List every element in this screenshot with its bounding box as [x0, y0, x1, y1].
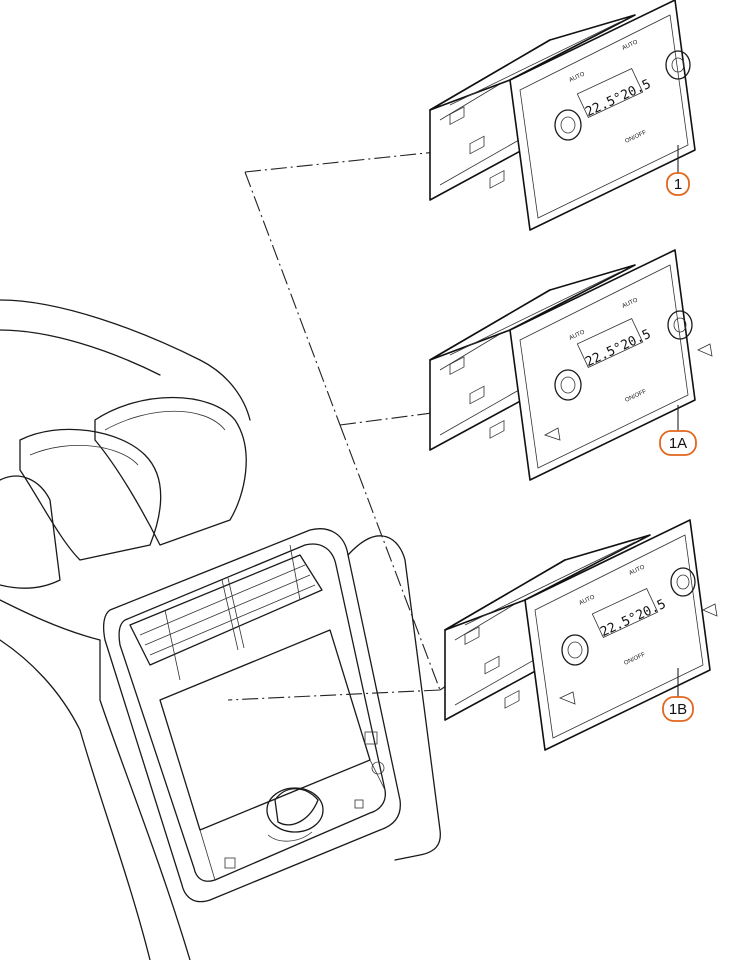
seat-heat-right-icon	[697, 343, 713, 357]
right-temp-knob-center	[671, 57, 685, 73]
left-temp-knob-center	[560, 376, 576, 394]
callout-1A[interactable]: 1A	[659, 430, 697, 456]
right-temp-knob	[670, 567, 696, 597]
right-temp-knob	[667, 310, 693, 340]
left-temp-knob	[561, 634, 589, 666]
left-temp-knob	[554, 109, 582, 141]
seat-heat-left-icon	[558, 691, 576, 705]
callout-1B[interactable]: 1B	[662, 696, 694, 722]
leader-lines	[227, 149, 456, 701]
seat-heat-left-icon	[543, 427, 561, 441]
right-temp-knob-center	[676, 574, 690, 590]
left-temp-knob-center	[567, 641, 583, 659]
callout-1[interactable]: 1	[666, 172, 690, 196]
left-temp-knob	[554, 369, 582, 401]
svg-text:1B: 1B	[669, 701, 687, 718]
climate-control-unit-1: 22.5°20.5 AUTO AUTO ON/OFF	[429, 0, 696, 231]
climate-control-unit-1A: 22.5°20.5 AUTO AUTO ON/OFF	[429, 249, 713, 481]
rear-console-drawing	[0, 299, 441, 960]
right-temp-knob-center	[673, 317, 687, 333]
seat-heat-right-icon	[702, 603, 718, 617]
svg-text:1A: 1A	[669, 435, 687, 452]
climate-control-unit-1B: 22.5°20.5 AUTO AUTO ON/OFF	[444, 519, 718, 751]
left-temp-knob-center	[560, 116, 576, 134]
right-temp-knob	[665, 50, 691, 80]
svg-text:1: 1	[674, 176, 682, 193]
